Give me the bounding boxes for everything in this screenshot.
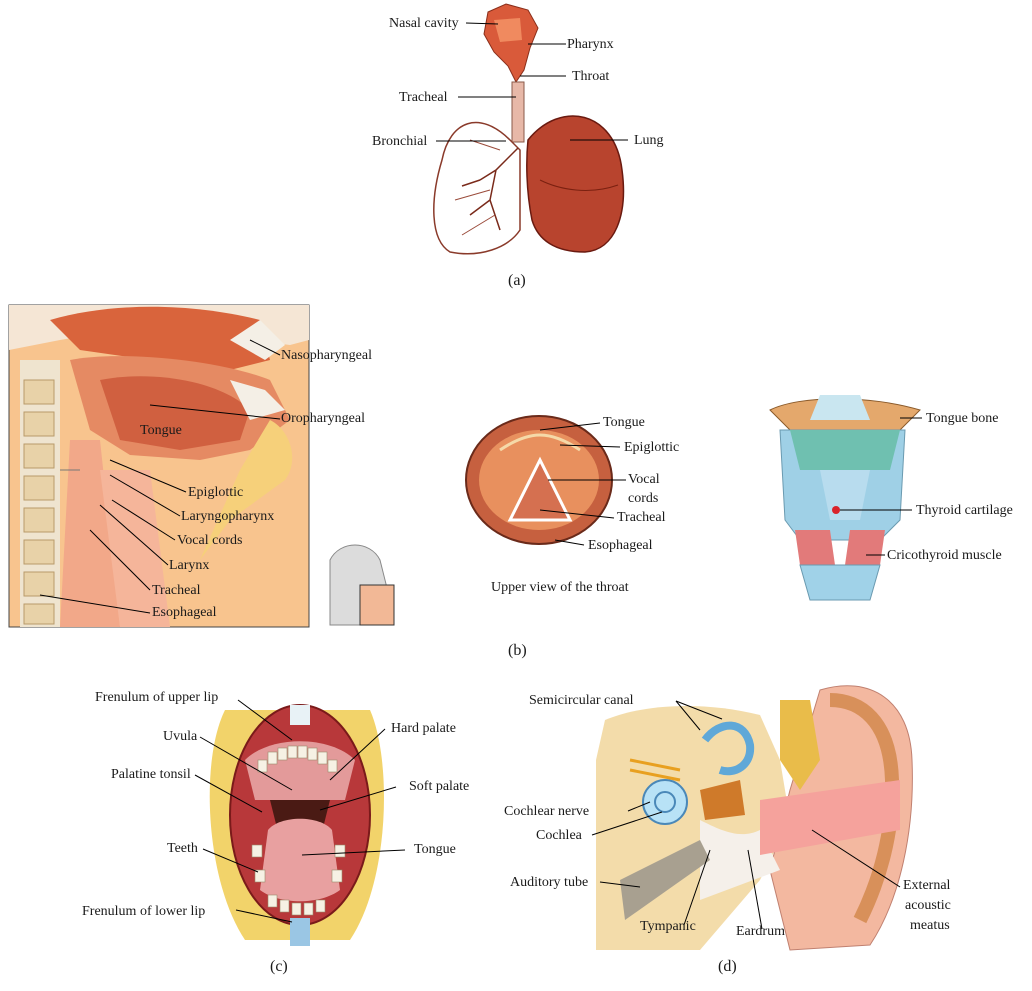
label-eardrum: Eardrum (736, 924, 785, 940)
label-cords-upper: cords (628, 491, 658, 507)
label-tongue-upper: Tongue (603, 415, 645, 431)
label-nasopharyngeal: Nasopharyngeal (281, 348, 372, 364)
label-hard-palate: Hard palate (391, 721, 456, 737)
oral-cavity-illustration (195, 700, 405, 946)
caption-c: (c) (270, 958, 288, 976)
label-semicircular-canal: Semicircular canal (529, 693, 634, 709)
larynx-illustration (770, 395, 922, 600)
label-laryngopharynx: Laryngopharynx (181, 509, 274, 525)
label-cochlear-nerve: Cochlear nerve (504, 804, 589, 820)
label-frenulum-upper-lip: Frenulum of upper lip (95, 690, 218, 706)
label-pharynx: Pharynx (567, 37, 614, 53)
label-cochlea: Cochlea (536, 828, 582, 844)
label-thyroid-cartilage: Thyroid cartilage (916, 503, 1013, 519)
caption-a: (a) (508, 272, 526, 290)
label-tracheal-sagittal: Tracheal (152, 583, 200, 599)
label-tracheal: Tracheal (399, 90, 447, 106)
caption-b: (b) (508, 642, 527, 660)
label-vocal-cords-sagittal: Vocal cords (177, 533, 242, 549)
label-throat: Throat (572, 69, 609, 85)
label-external-acoustic-meatus-1: External (903, 878, 950, 894)
label-teeth: Teeth (167, 841, 198, 857)
label-larynx: Larynx (169, 558, 209, 574)
caption-d: (d) (718, 958, 737, 976)
label-tympanic: Tympanic (640, 919, 696, 935)
label-esophageal-upper: Esophageal (588, 538, 653, 554)
label-soft-palate: Soft palate (409, 779, 469, 795)
label-lung: Lung (634, 133, 664, 149)
label-tracheal-upper: Tracheal (617, 510, 665, 526)
upper-view-throat-illustration (466, 416, 626, 545)
label-tongue-bone: Tongue bone (926, 411, 999, 427)
label-cricothyroid-muscle: Cricothyroid muscle (887, 548, 1002, 564)
label-tongue-mouth: Tongue (414, 842, 456, 858)
label-nasal-cavity: Nasal cavity (389, 16, 459, 32)
label-external-acoustic-meatus-2: acoustic (905, 898, 951, 914)
label-epiglottic-sagittal: Epiglottic (188, 485, 243, 501)
label-oropharyngeal: Oropharyngeal (281, 411, 365, 427)
label-external-acoustic-meatus-3: meatus (910, 918, 950, 934)
label-esophageal-sagittal: Esophageal (152, 605, 217, 621)
label-uvula: Uvula (163, 729, 197, 745)
label-auditory-tube: Auditory tube (510, 875, 588, 891)
label-palatine-tonsil: Palatine tonsil (111, 767, 191, 783)
label-epiglottic-upper: Epiglottic (624, 440, 679, 456)
label-vocal-upper: Vocal (628, 472, 660, 488)
label-bronchial: Bronchial (372, 134, 427, 150)
label-tongue-sagittal: Tongue (140, 423, 182, 439)
label-frenulum-lower-lip: Frenulum of lower lip (82, 904, 205, 920)
inset-head-illustration (330, 545, 394, 625)
caption-upper-view: Upper view of the throat (491, 580, 629, 596)
ear-illustration (592, 686, 912, 950)
